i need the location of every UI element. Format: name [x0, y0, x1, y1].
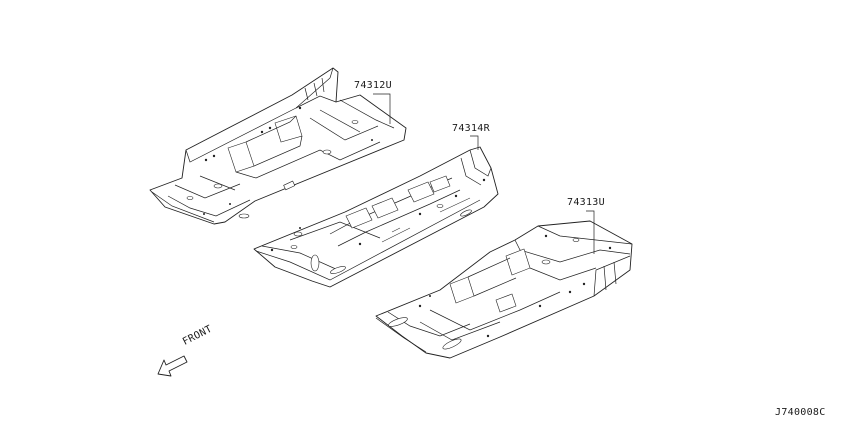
part-number-label: 74314R: [452, 123, 490, 134]
floor-panel-74314r: [253, 146, 499, 288]
floor-panel-74312u: [149, 67, 407, 225]
leader-lines: [373, 93, 595, 254]
leader-74314r: [470, 135, 479, 150]
part-number-label: 74312U: [354, 80, 392, 91]
leader-74312u: [373, 93, 391, 124]
part-number-label: 74313U: [567, 197, 605, 208]
diagram-code: J740008C: [775, 407, 826, 418]
floor-panel-74313u: [375, 220, 633, 359]
front-direction-arrow: [157, 355, 188, 377]
leader-74313u: [586, 210, 595, 254]
